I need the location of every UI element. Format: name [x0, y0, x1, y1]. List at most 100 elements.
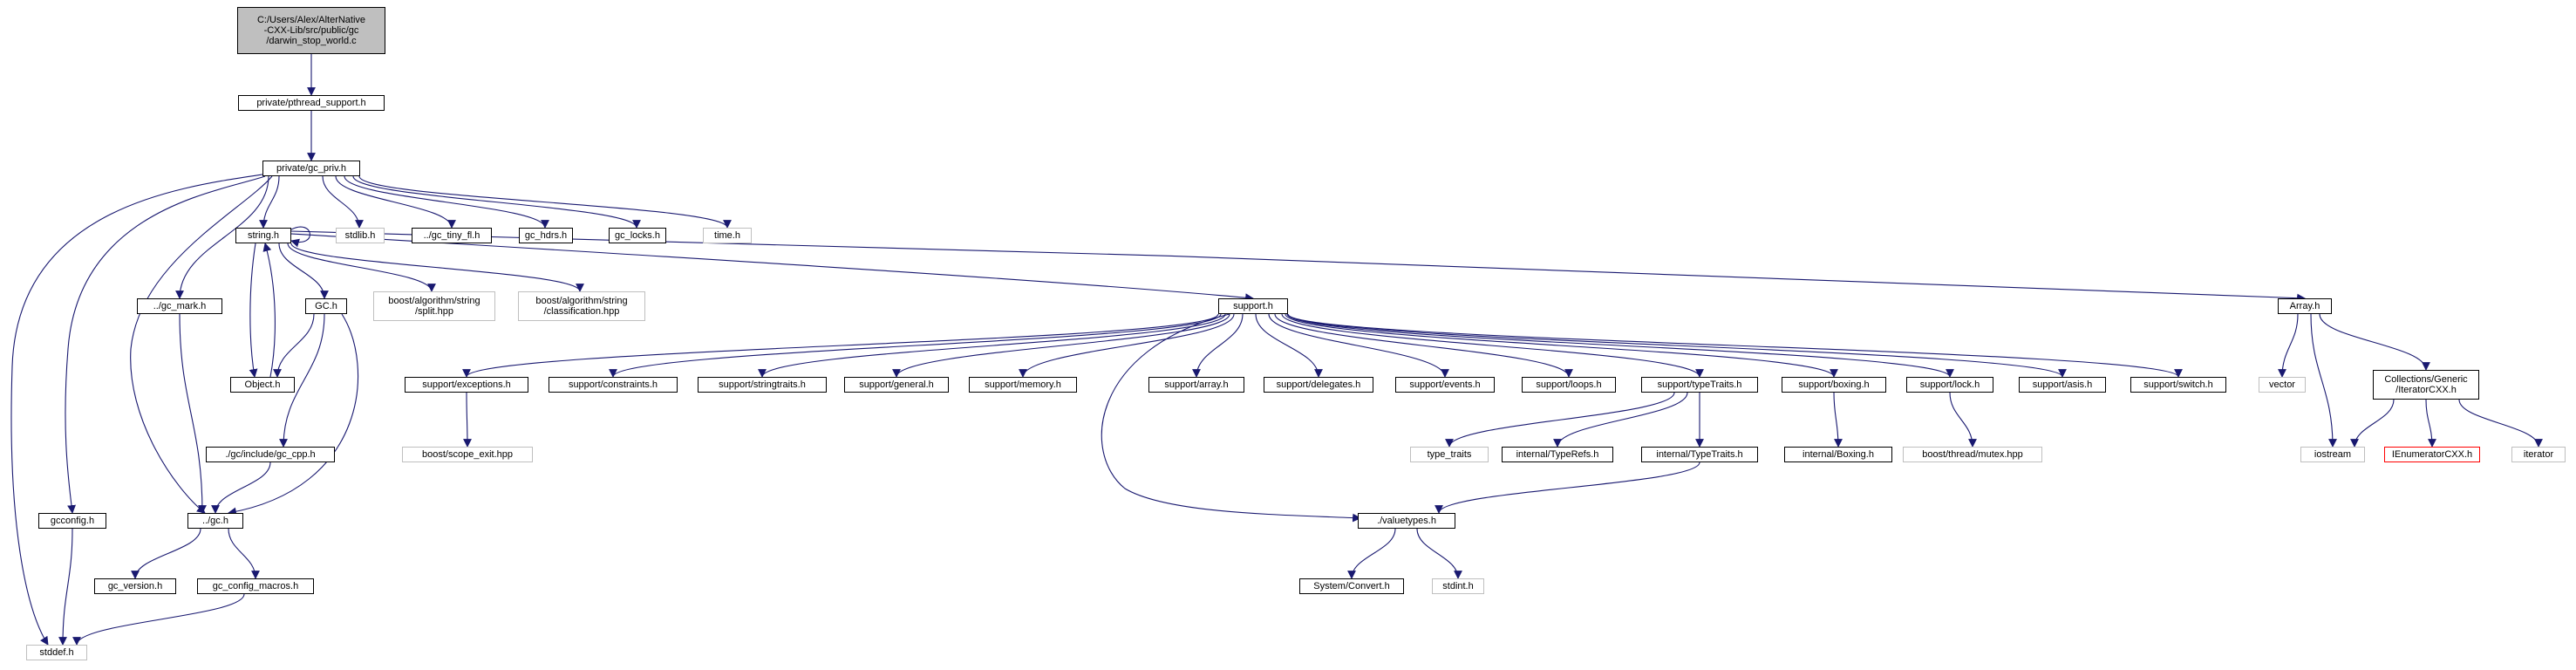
edge-support_h-to-support_events — [1268, 313, 1449, 378]
node-internal-typetraits-h[interactable]: internal/TypeTraits.h — [1641, 447, 1758, 462]
node-gc-priv-h[interactable]: private/gc_priv.h — [262, 161, 360, 176]
edge-support_h-to-support_asis — [1287, 313, 2067, 378]
edge-gc_priv-to-string_h — [259, 175, 280, 229]
edge-gc_priv-to-gc_locks — [352, 175, 641, 229]
node-time-h: time.h — [703, 228, 752, 243]
edge-support_boxing-to-internal_Boxing — [1833, 392, 1843, 448]
edge-gc_mark-to-gc_h — [179, 313, 207, 514]
node-iterator: iterator — [2511, 447, 2566, 462]
edge-support_h-to-support_switch — [1287, 313, 2183, 378]
node-type-traits: type_traits — [1410, 447, 1489, 462]
node-gc-include-gc-cpp-h[interactable]: ./gc/include/gc_cpp.h — [206, 447, 335, 462]
node-vector: vector — [2259, 377, 2306, 393]
node-array-h[interactable]: Array.h — [2278, 298, 2332, 314]
node-gc-version-h[interactable]: gc_version.h — [94, 578, 176, 594]
node-internal-typerefs-h[interactable]: internal/TypeRefs.h — [1502, 447, 1613, 462]
node-object-h[interactable]: Object.h — [230, 377, 295, 393]
node-support-stringtraits-h[interactable]: support/stringtraits.h — [698, 377, 827, 393]
edge-string_h-to-GC_h — [278, 243, 329, 299]
node-support-lock-h[interactable]: support/lock.h — [1906, 377, 1993, 393]
node-support-delegates-h[interactable]: support/delegates.h — [1264, 377, 1373, 393]
node-gc-h[interactable]: ../gc.h — [187, 513, 243, 529]
edge-gc_priv-to-gc_hdrs — [344, 175, 549, 229]
node-support-constraints-h[interactable]: support/constraints.h — [549, 377, 678, 393]
node-gc-mark-h[interactable]: ../gc_mark.h — [137, 298, 222, 314]
node-support-events-h[interactable]: support/events.h — [1395, 377, 1495, 393]
edge-Array_h-to-Collections_IteratorCXX — [2319, 313, 2430, 371]
edge-support_typeTraits-to-internal_TypeRefs — [1553, 392, 1688, 448]
node-valuetypes-h[interactable]: ./valuetypes.h — [1358, 513, 1455, 529]
edge-string_h-to-boost_classification — [290, 243, 584, 292]
node-gcconfig-h[interactable]: gcconfig.h — [38, 513, 106, 529]
edge-support_typeTraits-to-type_traits — [1445, 392, 1675, 448]
edge-support_h-to-support_exceptions — [462, 313, 1219, 378]
edge-Array_h-to-iostream — [2310, 313, 2337, 448]
edge-Array_h-to-vector — [2278, 313, 2299, 378]
node-support-h[interactable]: support.h — [1218, 298, 1288, 314]
node-GC-h[interactable]: GC.h — [305, 298, 347, 314]
edge-string_h-to-boost_split — [287, 243, 436, 292]
node-support-asis-h[interactable]: support/asis.h — [2019, 377, 2106, 393]
node-system-convert-h[interactable]: System/Convert.h — [1299, 578, 1404, 594]
edge-support_h-to-support_boxing — [1285, 313, 1838, 378]
node-gc-config-macros-h[interactable]: gc_config_macros.h — [197, 578, 314, 594]
edge-Collections_IteratorCXX-to-IEnumeratorCXX — [2425, 399, 2436, 448]
node-stdint-h: stdint.h — [1432, 578, 1484, 594]
edge-support_h-to-support_delegates — [1255, 313, 1323, 378]
edge-support_h-to-support_stringtraits — [758, 313, 1226, 378]
node-support-switch-h[interactable]: support/switch.h — [2130, 377, 2226, 393]
node-ienumeratorcxx-h: IEnumeratorCXX.h — [2384, 447, 2480, 462]
node-string-h[interactable]: string.h — [235, 228, 291, 243]
edge-gc_priv-to-stdlib_h — [322, 175, 364, 229]
edge-internal_TypeTraits-to-valuetypes — [1435, 461, 1700, 514]
edge-support_h-to-support_constraints — [609, 313, 1222, 378]
node-support-loops-h[interactable]: support/loops.h — [1522, 377, 1616, 393]
edge-string_h-self — [290, 226, 310, 248]
node-gc-locks-h[interactable]: gc_locks.h — [609, 228, 666, 243]
edge-support_h-to-valuetypes — [1101, 313, 1361, 523]
edge-string_h-to-Object_h — [249, 243, 258, 378]
edge-support_lock-to-boost_mutex — [1949, 392, 1977, 448]
node-support-boxing-h[interactable]: support/boxing.h — [1782, 377, 1886, 393]
edge-GC_h-to-gc_include_cpp — [279, 313, 325, 448]
node-pthread-support-h[interactable]: private/pthread_support.h — [238, 95, 385, 111]
node-gc-tiny-fl-h[interactable]: ../gc_tiny_fl.h — [412, 228, 492, 243]
node-boost-thread-mutex-hpp: boost/thread/mutex.hpp — [1903, 447, 2042, 462]
edge-support_h-to-support_array — [1192, 313, 1244, 378]
edge-valuetypes-to-stdint_h — [1416, 528, 1462, 579]
edge-gc_include_cpp-to-gc_h — [211, 461, 271, 514]
edge-gc_priv-to-stddef_h — [10, 174, 263, 646]
edge-gc_h-to-gc_version — [131, 528, 201, 579]
edge-gc_priv-to-gc_mark — [175, 175, 269, 299]
node-support-general-h[interactable]: support/general.h — [844, 377, 949, 393]
edge-support_h-to-support_general — [892, 313, 1230, 378]
edge-support_h-to-support_memory — [1019, 313, 1235, 378]
edge-string_h-to-support_h — [290, 233, 1254, 303]
edge-gc_priv-to-time_h — [358, 175, 732, 229]
edge-support_h-to-support_loops — [1274, 313, 1573, 378]
node-stddef-h: stddef.h — [26, 645, 87, 660]
edge-support_h-to-support_lock — [1286, 313, 1954, 378]
node-collections-generic-iteratorcxx-h[interactable]: Collections/Generic /IteratorCXX.h — [2373, 370, 2479, 400]
edge-string_h-to-Array_h — [290, 230, 2306, 303]
node-support-memory-h[interactable]: support/memory.h — [969, 377, 1077, 393]
node-boost-classification-hpp: boost/algorithm/string /classification.h… — [518, 291, 645, 321]
edge-gc_priv-to-gcconfig — [65, 175, 266, 514]
edge-valuetypes-to-System_Convert — [1347, 528, 1396, 579]
edge-Object_h-to-string_h — [262, 243, 276, 378]
node-darwin-stop-world-c: C:/Users/Alex/AlterNative -CXX-Lib/src/p… — [237, 7, 385, 54]
node-gc-hdrs-h[interactable]: gc_hdrs.h — [519, 228, 573, 243]
node-support-exceptions-h[interactable]: support/exceptions.h — [405, 377, 528, 393]
edge-Collections_IteratorCXX-to-iostream — [2350, 399, 2395, 448]
edge-gc_config_macros-to-stddef_h — [72, 593, 245, 646]
node-internal-boxing-h[interactable]: internal/Boxing.h — [1784, 447, 1892, 462]
node-support-array-h[interactable]: support/array.h — [1148, 377, 1244, 393]
edge-gcconfig-to-stddef_h — [58, 528, 73, 646]
node-boost-scope-exit-hpp: boost/scope_exit.hpp — [402, 447, 533, 462]
edge-GC_h-to-gc_h — [228, 313, 359, 516]
node-support-typetraits-h[interactable]: support/typeTraits.h — [1641, 377, 1758, 393]
node-iostream: iostream — [2300, 447, 2365, 462]
node-stdlib-h: stdlib.h — [336, 228, 385, 243]
